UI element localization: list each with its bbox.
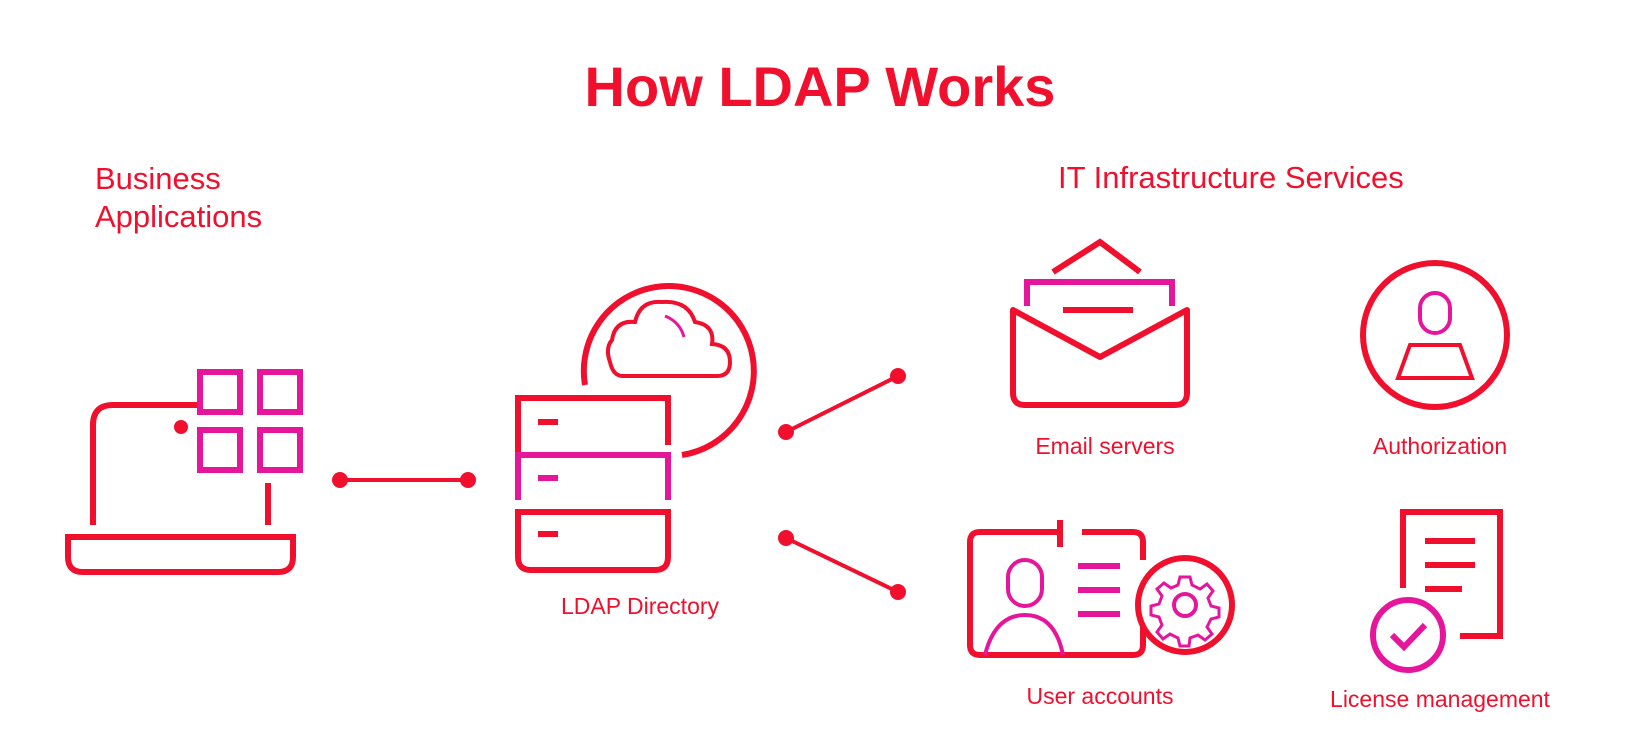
connector-directory-upper	[778, 368, 906, 440]
id-card-gear-icon	[967, 520, 1235, 658]
connector-directory-lower	[778, 530, 906, 600]
email-servers-label: Email servers	[1035, 433, 1175, 459]
user-circle-icon	[1360, 260, 1510, 410]
document-check-icon	[1370, 509, 1503, 673]
laptop-apps-icon	[65, 369, 303, 575]
diagram-title: How LDAP Works	[584, 55, 1056, 118]
user-accounts-label: User accounts	[1026, 683, 1174, 709]
connector-apps-directory	[332, 472, 476, 488]
license-management-label: License management	[1330, 686, 1550, 712]
ldap-directory-label: LDAP Directory	[560, 593, 720, 619]
envelope-icon	[1010, 238, 1190, 408]
server-cloud-icon	[515, 283, 757, 573]
it-infrastructure-heading: IT Infrastructure Services	[1058, 160, 1404, 195]
business-applications-heading: Business Applications	[95, 161, 263, 234]
authorization-label: Authorization	[1372, 433, 1508, 459]
